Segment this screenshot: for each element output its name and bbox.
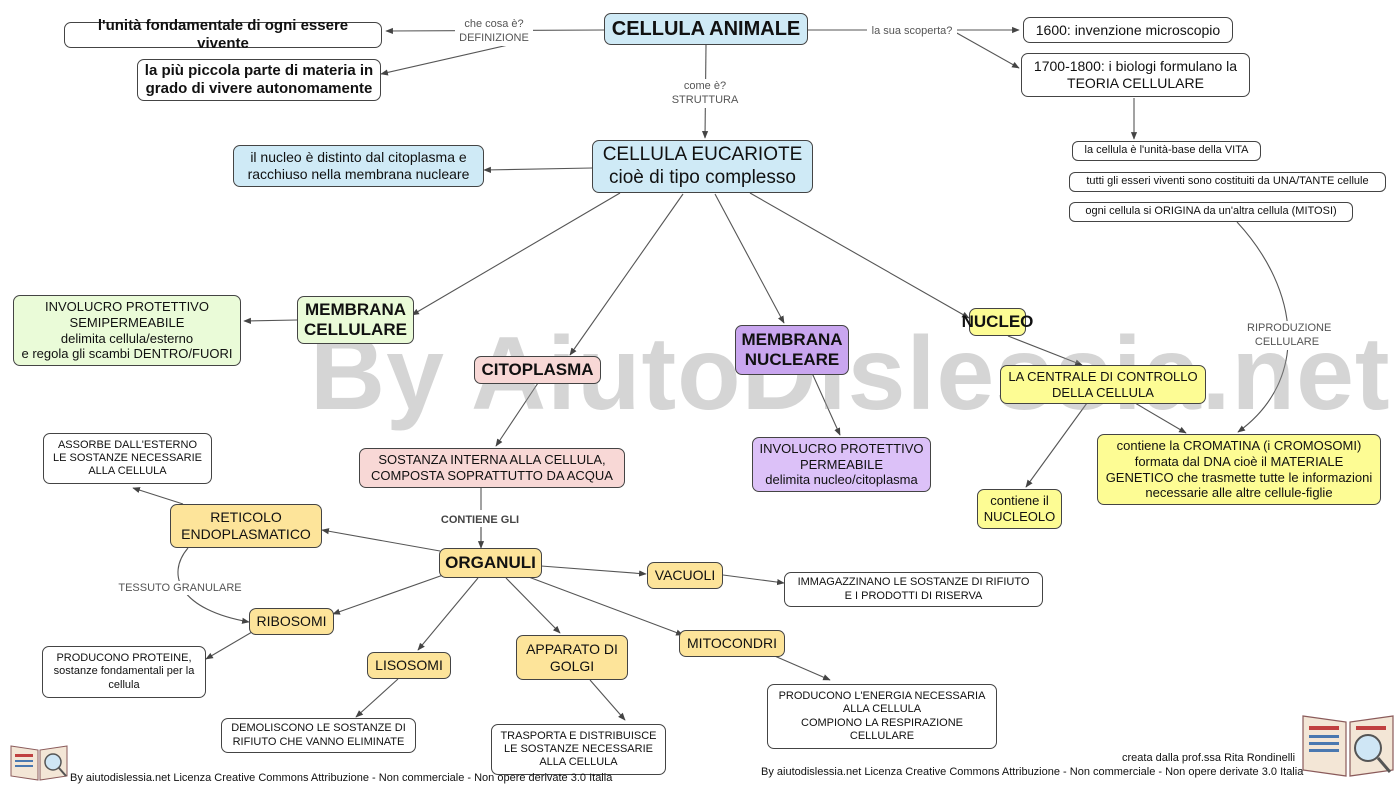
label-struttura: come è? STRUTTURA [665, 79, 745, 108]
book-logo-icon [10, 745, 68, 781]
node-nucleolo: contiene il NUCLEOLO [977, 489, 1062, 529]
link-scoperta-2 [954, 31, 1020, 69]
link-membrana-cell [411, 192, 621, 316]
node-teoria-2: tutti gli esseri viventi sono costituiti… [1069, 172, 1386, 192]
node-reticolo: RETICOLO ENDOPLASMATICO [170, 504, 322, 548]
link-membrana-nuc [714, 193, 785, 324]
link-vacuoli [540, 565, 647, 577]
link-demoliscono [355, 678, 399, 718]
link-golgi [505, 577, 561, 634]
node-organuli: ORGANULI [439, 548, 542, 578]
node-vacuoli: VACUOLI [647, 562, 723, 589]
node-nucleo: NUCLEO [962, 308, 1033, 336]
node-assorbe: ASSORBE DALL'ESTERNO LE SOSTANZE NECESSA… [43, 433, 212, 484]
link-assorbe [132, 487, 184, 505]
link-nucleo [749, 192, 970, 319]
link-involucro-semi [243, 317, 298, 324]
link-proteine [205, 631, 253, 660]
node-citoplasma: CITOPLASMA [474, 356, 601, 384]
label-definizione: che cosa è? DEFINIZIONE [455, 17, 533, 46]
node-demoliscono: DEMOLISCONO LE SOSTANZE DI RIFIUTO CHE V… [221, 718, 416, 753]
node-mitocondri: MITOCONDRI [679, 630, 785, 657]
label-tessuto: TESSUTO GRANULARE [112, 581, 248, 596]
link-definizione-2 [380, 39, 531, 76]
link-lisosomi [417, 577, 479, 651]
link-nucleo-distinto [483, 166, 593, 173]
link-mitocondri [525, 575, 684, 636]
book-logo-icon [1302, 715, 1394, 777]
link-nucleolo [1025, 402, 1088, 488]
link-citoplasma [569, 193, 684, 356]
label-contiene-gli: CONTIENE GLI [437, 513, 523, 528]
node-cromatina: contiene la CROMATINA (i CROMOSOMI) form… [1097, 434, 1381, 505]
node-membrana-cellulare: MEMBRANA CELLULARE [297, 296, 414, 344]
node-ribosomi: RIBOSOMI [249, 608, 334, 635]
link-immagazzinano [722, 574, 785, 586]
node-teoria-3: ogni cellula si ORIGINA da un'altra cell… [1069, 202, 1353, 222]
link-trasporta [589, 679, 626, 721]
node-centrale-controllo: LA CENTRALE DI CONTROLLO DELLA CELLULA [1000, 365, 1206, 404]
credit-right: By aiutodislessia.net Licenza Creative C… [761, 766, 1304, 778]
node-membrana-nucleare: MEMBRANA NUCLEARE [735, 325, 849, 375]
link-reticolo [321, 528, 441, 552]
node-teoria-1: la cellula è l'unità-base della VITA [1072, 141, 1261, 161]
credit-left: By aiutodislessia.net Licenza Creative C… [70, 772, 613, 784]
node-involucro-permeabile: INVOLUCRO PROTETTIVO PERMEABILE delimita… [752, 437, 931, 492]
node-golgi: APPARATO DI GOLGI [516, 635, 628, 680]
node-scoperta-2: 1700-1800: i biologi formulano la TEORIA… [1021, 53, 1250, 97]
node-nucleo-distinto: il nucleo è distinto dal citoplasma e ra… [233, 145, 484, 187]
node-definizione-1: l'unità fondamentale di ogni essere vive… [64, 17, 382, 52]
node-scoperta-1: 1600: invenzione microscopio [1023, 17, 1233, 43]
link-ribosomi [332, 573, 447, 615]
link-involucro-perm [811, 372, 841, 436]
node-sostanza-interna: SOSTANZA INTERNA ALLA CELLULA, COMPOSTA … [359, 448, 625, 488]
credit-author: creata dalla prof.ssa Rita Rondinelli [1122, 752, 1296, 764]
node-lisosomi: LISOSOMI [367, 652, 451, 679]
link-energia [769, 653, 831, 681]
node-immagazzinano: IMMAGAZZINANO LE SOSTANZE DI RIFIUTO E I… [784, 572, 1043, 607]
node-producono-proteine: PRODUCONO PROTEINE, sostanze fondamental… [42, 646, 206, 698]
node-cellula-animale: CELLULA ANIMALE [604, 13, 808, 45]
label-riproduzione: RIPRODUZIONE CELLULARE [1247, 321, 1332, 350]
link-centrale [1007, 335, 1083, 366]
link-cromatina [1134, 402, 1187, 434]
node-eucariote: CELLULA EUCARIOTE cioè di tipo complesso [592, 140, 813, 193]
node-definizione-2: la più piccola parte di materia in grado… [137, 59, 381, 101]
node-trasporta: TRASPORTA E DISTRIBUISCE LE SOSTANZE NEC… [491, 724, 666, 775]
link-sostanza [495, 382, 539, 447]
node-energia: PRODUCONO L'ENERGIA NECESSARIA ALLA CELL… [767, 684, 997, 749]
label-scoperta: la sua scoperta? [867, 24, 957, 39]
node-involucro-semipermeabile: INVOLUCRO PROTETTIVO SEMIPERMEABILE deli… [13, 295, 241, 366]
